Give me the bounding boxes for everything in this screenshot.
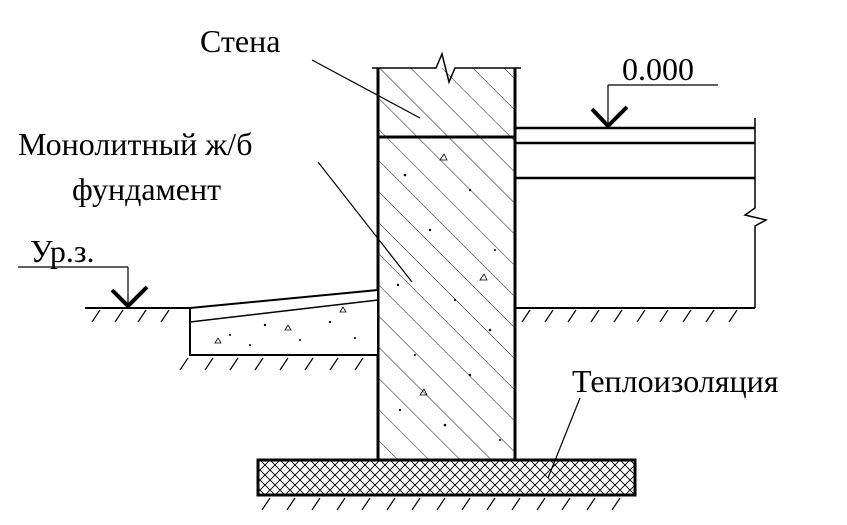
floor-level-label: 0.000: [622, 51, 694, 87]
ground-level-marker: [18, 266, 149, 309]
foundation-leader: [317, 161, 413, 283]
wall-leader: [311, 59, 421, 119]
floor-level-marker: [590, 84, 718, 129]
foundation-wall: [372, 51, 521, 460]
ground-level-label: Ур.з.: [30, 233, 94, 269]
concrete-speckles: [396, 153, 501, 441]
blind-area: [189, 288, 379, 356]
foundation-label-line2: фундамент: [72, 171, 221, 207]
insulation-layer: [256, 458, 637, 511]
ground-right: [515, 307, 755, 323]
insulation-leader: [547, 397, 581, 479]
foundation-label-line1: Монолитный ж/б: [18, 126, 252, 162]
insulation-label: Теплоизоляция: [572, 363, 779, 399]
floor-slab: [515, 118, 769, 308]
wall-label: Стена: [200, 23, 280, 59]
blind-area-speckles: [214, 306, 356, 346]
